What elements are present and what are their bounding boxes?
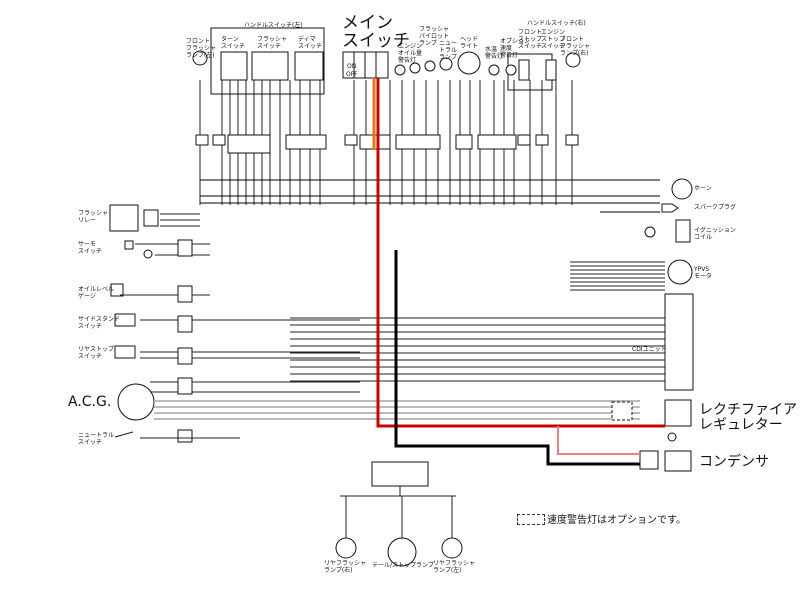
- condenser-wire: [557, 426, 640, 455]
- top-lamp-2: [409, 62, 421, 74]
- rear-flasher-left-label: リヤフラッシャランプ(左): [433, 560, 476, 574]
- bottom-lamp-1: [387, 537, 417, 567]
- thermo-connector: [177, 239, 193, 257]
- rear-flasher-right-label: リヤフラッシャランプ(右): [324, 560, 367, 574]
- top-connector-0: [195, 134, 209, 146]
- top-lamp-3: [424, 60, 436, 72]
- top-connector-7: [455, 134, 473, 150]
- top-connector-2: [227, 134, 271, 154]
- turn-switch-box: [220, 51, 248, 81]
- rectifier-box: [664, 399, 692, 427]
- ignition-ground: [644, 226, 656, 238]
- flasher-relay-label: フラッシャリレー: [78, 210, 109, 224]
- top-lamp-0: [192, 50, 208, 66]
- main-power-wire: [376, 78, 665, 428]
- cdi-unit-box: [664, 293, 694, 391]
- oil-level-gauge-label: オイルレベルゲージ: [78, 286, 115, 300]
- sidestand-connector: [177, 315, 193, 333]
- engine-oil-warn-label: エンジンオイル量警告灯: [398, 43, 423, 64]
- ground-wire: [394, 250, 640, 466]
- condenser-label: コンデンサ: [699, 454, 769, 470]
- neutral-lamp-label: ニュートラルランプ: [439, 40, 458, 61]
- horn-label: ホーン: [694, 185, 712, 192]
- flasher-relay-box: [109, 204, 139, 232]
- turn-switch-label: ターンスイッチ: [221, 36, 246, 50]
- rear-stop-connector: [177, 347, 193, 365]
- sidestand-switch-label: サイドスタンドスイッチ: [78, 316, 121, 330]
- flasher-switch-box: [251, 51, 289, 81]
- top-connector-3: [285, 134, 327, 150]
- bottom-lamp-0: [335, 537, 357, 559]
- front-flasher-left-label: フロントフラッシャランプ(左): [186, 38, 217, 59]
- optional-legend-box: [517, 514, 545, 525]
- front-stop-switch-body: [518, 59, 530, 81]
- ignition-coil-label: イグニッションコイル: [694, 227, 736, 241]
- handle-switch-left-label: ハンドルスイッチ(左): [244, 22, 303, 29]
- top-lamp-7: [505, 64, 517, 76]
- top-connector-1: [212, 134, 226, 146]
- top-connector-4: [344, 134, 358, 146]
- ypvs-motor-icon: [667, 259, 693, 285]
- rectifier-regulator-label: レクチファイアレギュレター: [699, 402, 797, 433]
- neutral-switch-icon: [114, 431, 134, 438]
- thermo-switch-icon: [124, 240, 134, 250]
- flasher-switch-label: フラッシャスイッチ: [257, 36, 288, 50]
- engine-stop-switch-label: エンジンストップスイッチ: [541, 29, 566, 50]
- water-temp-warn-label: 水温警告灯: [485, 46, 504, 60]
- acg-label: A.C.G.: [68, 394, 112, 410]
- sidestand-switch-icon: [114, 313, 136, 327]
- cdi-unit-label: CDIユニット: [632, 346, 667, 353]
- oil-connector: [177, 285, 193, 303]
- headlight-label: ヘッドライト: [460, 36, 479, 50]
- dimmer-switch-label: ディマスイッチ: [298, 36, 323, 50]
- acg-icon: [117, 383, 155, 421]
- top-lamp-8: [565, 52, 581, 68]
- thermo-ground: [143, 249, 153, 259]
- top-connector-9: [517, 134, 531, 146]
- handle-switch-right-label: ハンドルスイッチ(右): [527, 20, 586, 27]
- acg-connector: [177, 377, 193, 395]
- regulator-connector: [611, 401, 633, 421]
- oil-level-gauge-icon: [110, 283, 124, 297]
- rear-stop-switch-icon: [114, 345, 136, 359]
- handle-switch-left-box: [210, 27, 325, 95]
- switch-off-label: OFF: [346, 71, 358, 78]
- top-lamp-1: [394, 64, 406, 76]
- regulator-ground: [667, 432, 677, 442]
- thermo-switch-label: サーモスイッチ: [78, 241, 103, 255]
- ignition-coil-box: [675, 219, 691, 243]
- front-flasher-right-label: フロントフラッシャランプ(右): [560, 36, 591, 57]
- tail-stop-lamp-label: テール/ストップランプ: [372, 562, 434, 569]
- bottom-lamp-2: [441, 537, 463, 559]
- spark-plug-label: スパークプラグ: [694, 204, 737, 211]
- top-connector-8: [477, 134, 517, 150]
- top-lamp-4: [439, 57, 453, 71]
- dimmer-switch-box: [294, 51, 324, 81]
- optional-speed-warn-label: オプション速度警告灯: [500, 38, 531, 59]
- flasher-pilot-label: フラッシャパイロットランプ: [419, 26, 450, 47]
- condenser-connector: [639, 450, 659, 470]
- top-connector-6: [395, 134, 441, 150]
- top-lamp-5: [457, 51, 481, 75]
- condenser-box: [664, 450, 692, 472]
- engine-stop-switch-body: [545, 59, 557, 81]
- top-lamp-6: [488, 64, 500, 76]
- top-connector-10: [535, 134, 549, 146]
- spark-plug-icon: [661, 203, 679, 213]
- top-connector-11: [565, 134, 579, 146]
- neutral-connector: [177, 429, 193, 443]
- flasher-relay-connector: [143, 209, 159, 227]
- optional-note: 速度警告灯はオプションです。: [547, 515, 686, 526]
- main-switch-label: メインスイッチ: [342, 13, 410, 51]
- bottom-connector: [371, 461, 429, 487]
- horn-icon: [671, 178, 693, 200]
- rear-stop-switch-label: リヤストップスイッチ: [78, 346, 115, 360]
- switch-on-label: ON: [347, 63, 357, 70]
- front-stop-switch-label: フロントストップスイッチ: [518, 29, 543, 50]
- neutral-switch-label: ニュートラルスイッチ: [78, 432, 115, 446]
